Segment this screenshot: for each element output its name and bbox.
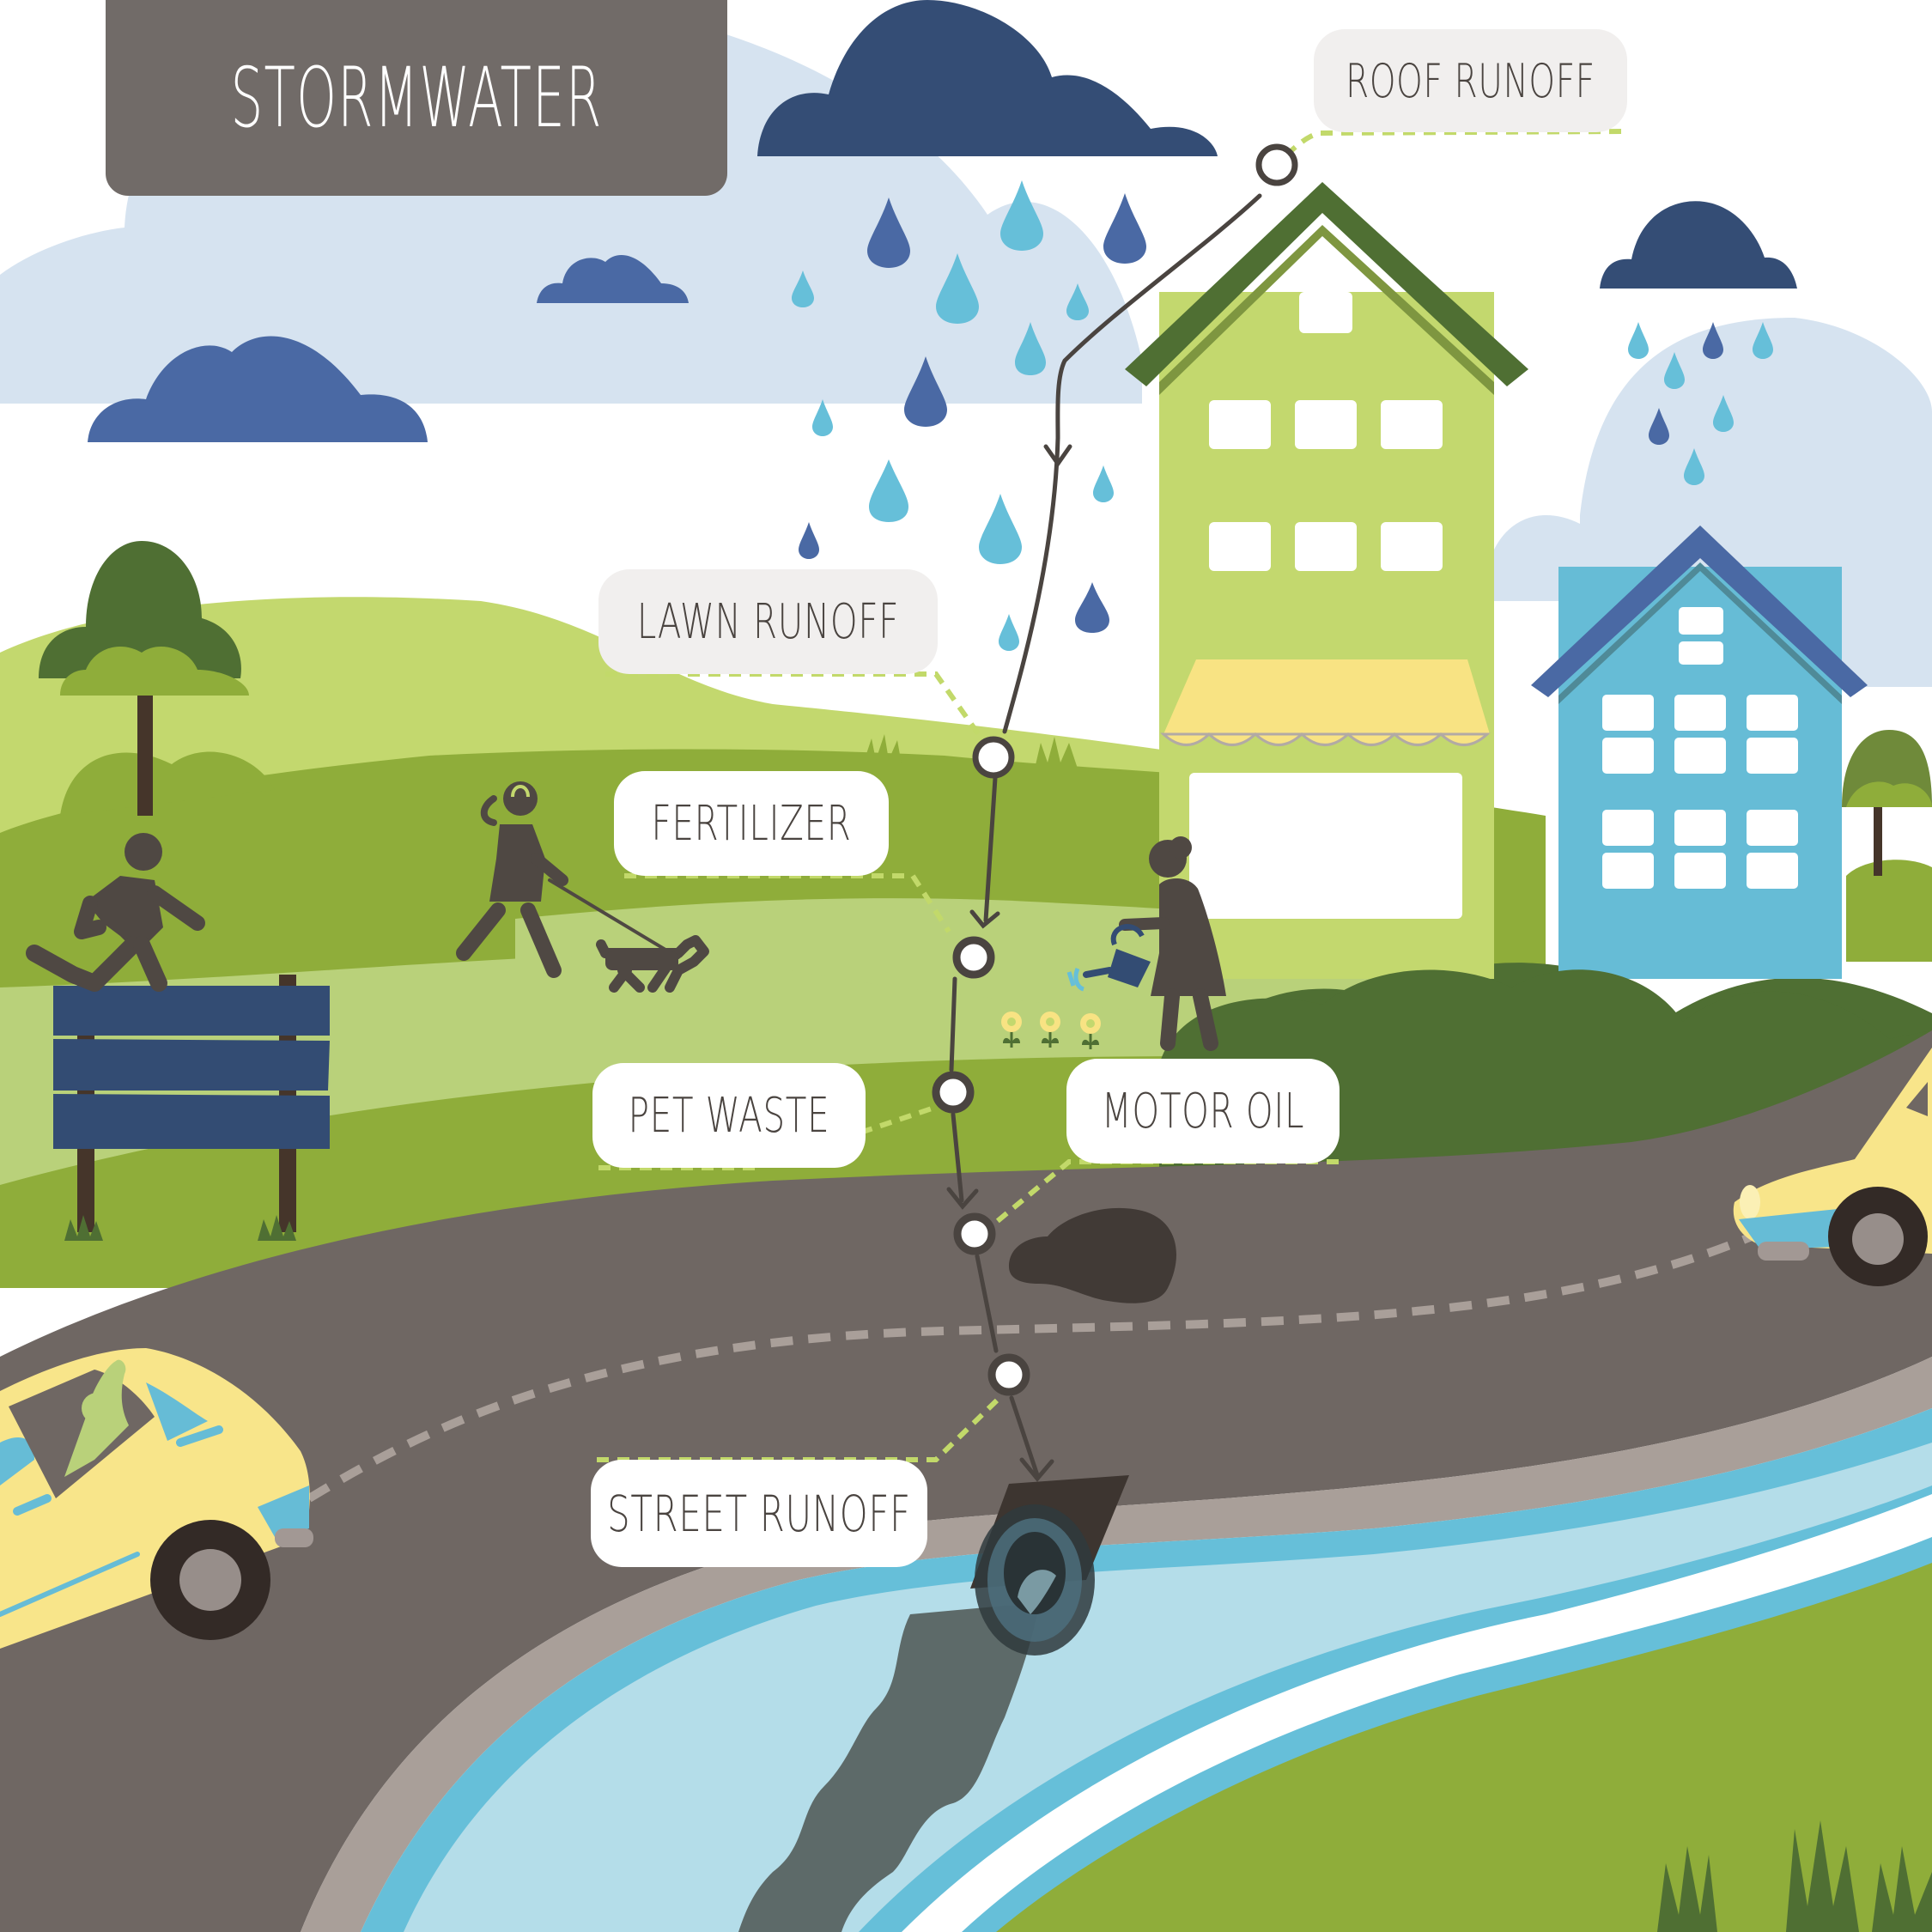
lawn-runoff-label-box <box>598 569 938 674</box>
storm-drain-pipe <box>970 1475 1129 1656</box>
node-street-runoff <box>987 1353 1030 1396</box>
woman-walking-dog-figure <box>456 781 709 993</box>
yellow-car-right <box>1733 1048 1932 1286</box>
page-title: STORMWATER <box>230 50 603 146</box>
roof-runoff-label-box <box>1314 29 1627 132</box>
tree <box>1842 730 1932 876</box>
road <box>0 1030 1932 1932</box>
headphones-icon <box>511 785 530 798</box>
woman-watering-plants-figure <box>1119 836 1226 1051</box>
roof-runoff-label: ROOF RUNOFF <box>1346 53 1595 108</box>
blue-apartment-building <box>1531 526 1868 979</box>
street-runoff-label-box <box>591 1460 927 1567</box>
watering-can-icon <box>1066 924 1151 992</box>
pet-waste-label: PET WASTE <box>628 1087 830 1144</box>
title-banner: STORMWATER <box>106 0 727 196</box>
tree <box>39 541 249 816</box>
blank-signboard <box>53 975 330 1232</box>
green-shop-building <box>1125 182 1528 979</box>
flowers <box>1001 1012 1101 1049</box>
grass-tufts <box>64 734 1932 1932</box>
cloud-icon <box>757 0 1218 156</box>
node-lawn-runoff <box>972 736 1015 779</box>
pet-waste-label-box <box>592 1063 866 1168</box>
oil-spill <box>1009 1207 1176 1303</box>
node-fertilizer <box>952 936 995 979</box>
motor-oil-label-box <box>1066 1059 1340 1163</box>
cloud-icon <box>537 255 689 303</box>
motor-oil-label: MOTOR OIL <box>1101 1083 1305 1139</box>
river <box>361 1408 1932 1932</box>
bushes <box>1159 969 1932 1133</box>
fertilizer-label: FERTILIZER <box>651 795 852 852</box>
node-roof-runoff <box>1255 143 1298 186</box>
flow-line <box>946 193 1262 1482</box>
node-motor-oil <box>953 1212 996 1255</box>
flow-nodes <box>932 143 1298 1396</box>
cloud-icon <box>1600 201 1797 289</box>
road-centre-line <box>307 1232 1753 1503</box>
polluted-outflow <box>738 1606 1039 1932</box>
runner-figure <box>26 833 205 992</box>
lawn-runoff-label: LAWN RUNOFF <box>636 593 900 650</box>
street-runoff-label: STREET RUNOFF <box>607 1484 911 1543</box>
yellow-car-left <box>0 1348 313 1649</box>
node-pet-waste <box>932 1071 975 1114</box>
cloud-icon <box>88 336 428 442</box>
fertilizer-label-box <box>614 771 889 876</box>
